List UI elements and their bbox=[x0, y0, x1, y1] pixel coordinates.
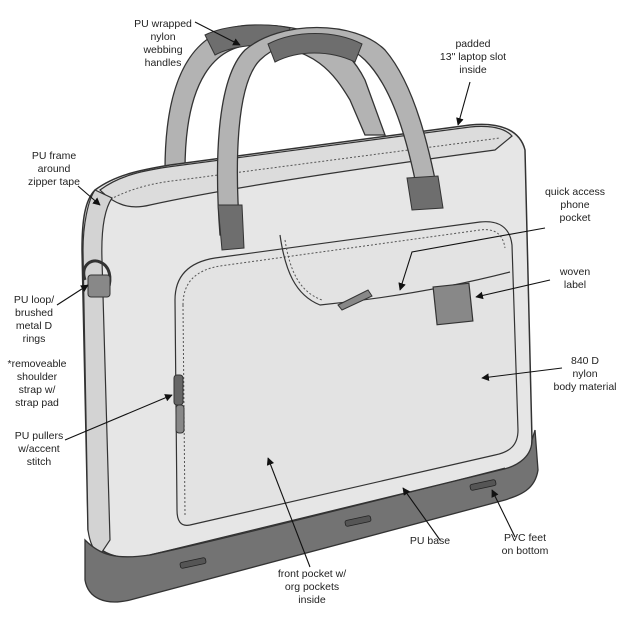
callout-feet: PVC feet on bottom bbox=[501, 532, 549, 557]
leader-phone-pocket bbox=[398, 227, 546, 291]
callout-laptop-slot: padded 13" laptop slot inside bbox=[439, 38, 507, 76]
callout-handles: PU wrapped nylon webbing handles bbox=[134, 18, 192, 69]
leader-pullers bbox=[64, 394, 173, 441]
leader-lines bbox=[56, 21, 563, 568]
leader-woven-label bbox=[475, 279, 551, 300]
zipper-puller bbox=[173, 374, 185, 434]
front-pocket-zipper bbox=[182, 229, 506, 306]
pvc-foot bbox=[179, 557, 207, 569]
leader-front-pocket bbox=[266, 457, 311, 568]
callout-loop: PU loop/ brushed metal D rings bbox=[13, 294, 55, 345]
front-pocket bbox=[174, 221, 519, 526]
d-ring-loop bbox=[82, 259, 112, 298]
callout-woven-label: woven label bbox=[559, 266, 591, 291]
callout-body: 840 D nylon body material bbox=[553, 355, 617, 393]
leader-laptop-slot bbox=[456, 81, 471, 126]
leader-body bbox=[481, 367, 563, 381]
callout-frame: PU frame around zipper tape bbox=[28, 150, 80, 188]
pvc-foot bbox=[344, 515, 372, 527]
leader-feet bbox=[491, 489, 516, 538]
front-handle bbox=[216, 26, 444, 251]
callout-phone-pocket: quick access phone pocket bbox=[544, 186, 606, 224]
phone-pocket-zipper-pull bbox=[337, 289, 373, 311]
callout-strap: *removeable shoulder strap w/ strap pad bbox=[7, 358, 67, 409]
woven-label-tag bbox=[432, 282, 474, 326]
leader-base bbox=[402, 487, 441, 541]
callout-front-pocket: front pocket w/ org pockets inside bbox=[277, 568, 347, 606]
leader-loop bbox=[56, 284, 89, 306]
callout-pullers: PU pullers w/accent stitch bbox=[14, 430, 64, 468]
callout-base: PU base bbox=[409, 535, 451, 547]
leader-handles bbox=[194, 21, 241, 46]
pvc-foot bbox=[469, 479, 497, 491]
leader-frame bbox=[77, 185, 101, 206]
